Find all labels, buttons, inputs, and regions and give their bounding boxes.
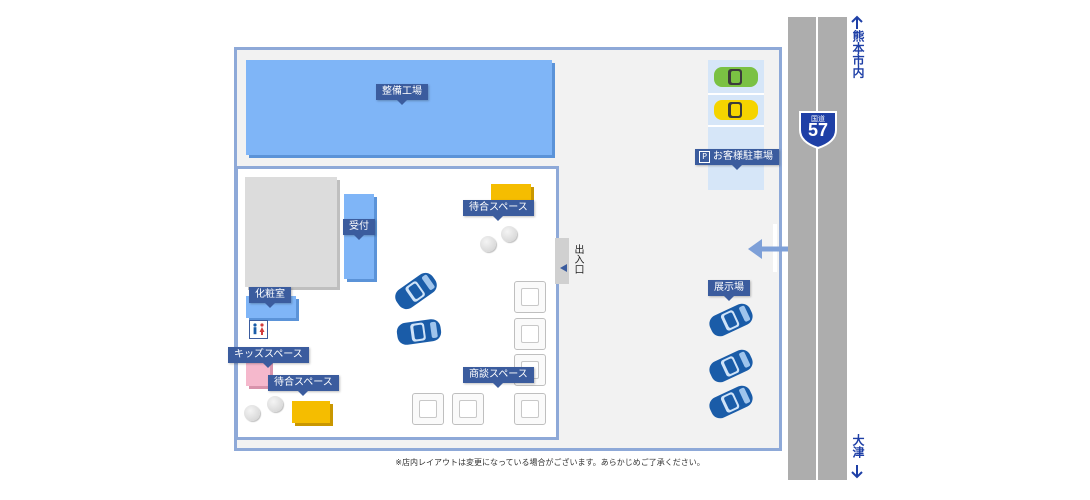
layout-note: ※店内レイアウトは変更になっている場合がございます。あらかじめご了承ください。 [395, 458, 705, 467]
parking-divider [708, 125, 764, 127]
maintenance-shop-label: 整備工場 [376, 84, 428, 105]
stool [267, 396, 283, 412]
road-center-line [816, 17, 818, 480]
entrance-arrow-icon [560, 257, 568, 276]
route-shield-label: 国道 [811, 115, 825, 123]
negotiation-table [514, 318, 546, 350]
stool [501, 226, 517, 242]
waiting-table-bottom [292, 401, 330, 423]
parking-p-icon: P [699, 151, 710, 163]
negotiation-table [452, 393, 484, 425]
restroom-label: 化粧室 [249, 287, 291, 308]
maintenance-shop-area [246, 60, 552, 155]
reception-label: 受付 [343, 219, 375, 240]
kids-space-label: キッズスペース [228, 347, 309, 368]
negotiation-table [514, 281, 546, 313]
display-car [706, 382, 756, 422]
back-room [245, 177, 337, 287]
north-arrow-icon [851, 14, 863, 33]
display-car [395, 318, 443, 346]
parked-cars [714, 67, 758, 120]
north-direction-label: 熊本市内 [851, 30, 865, 78]
parked-car-yellow [714, 100, 758, 120]
negotiation-table [514, 393, 546, 425]
negotiation-space-label: 商談スペース [463, 367, 534, 388]
entrance-label: 出入口 [572, 244, 583, 274]
restroom-icon [249, 320, 268, 339]
route-shield-number: 57 [807, 120, 829, 140]
parking-divider [708, 93, 764, 95]
south-direction-label: 大津 [851, 434, 865, 458]
parked-car-green [714, 67, 758, 87]
south-arrow-icon [851, 464, 863, 483]
waiting-space-top-label: 待合スペース [463, 200, 534, 221]
stool [480, 236, 496, 252]
entrance-door [555, 238, 569, 284]
waiting-space-bottom-label: 待合スペース [268, 375, 339, 396]
route-57-shield-icon: 国道 57 [797, 108, 839, 154]
negotiation-table [412, 393, 444, 425]
stool [244, 405, 260, 421]
display-car [391, 269, 441, 313]
exhibition-label: 展示場 [708, 280, 750, 301]
parking-text: お客様駐車場 [713, 151, 773, 162]
